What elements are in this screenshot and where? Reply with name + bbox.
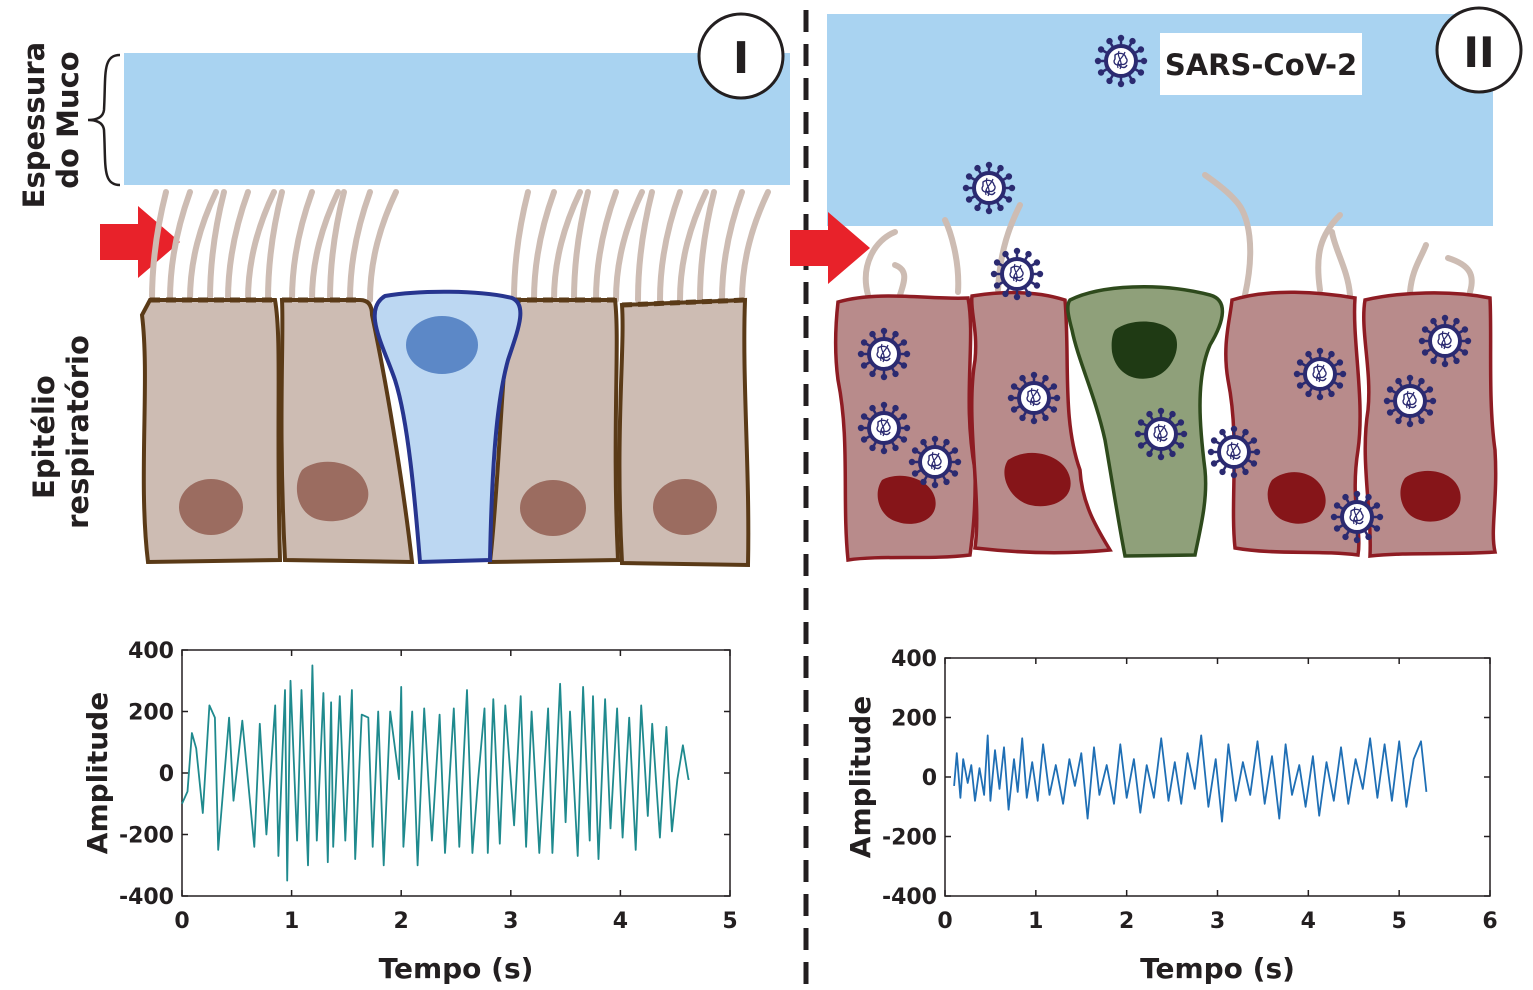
y-tick-label: -400 (119, 885, 174, 910)
healthy-cells (139, 289, 751, 568)
epithelium-label: Epitélio respiratório (27, 335, 95, 529)
cilium (149, 189, 169, 303)
circle-label-I: I (697, 12, 785, 100)
cilium (167, 189, 193, 303)
x-tick-label: 0 (937, 909, 952, 934)
panel-label-infected: II (1463, 28, 1494, 77)
infected-cell (969, 290, 1113, 555)
infected-nucleus (1400, 470, 1461, 522)
cilium (571, 189, 591, 303)
x-tick-label: 2 (394, 909, 409, 934)
x-tick-label: 2 (1119, 909, 1134, 934)
cilium (187, 189, 219, 303)
cilia-infected (862, 172, 1475, 298)
circle-label-II: II (1435, 6, 1523, 94)
healthy-cell (139, 298, 283, 565)
x-tick-label: 1 (284, 909, 299, 934)
cilium (739, 189, 771, 303)
cilium (225, 189, 251, 303)
cilium (531, 189, 557, 303)
y-tick-label: 200 (128, 701, 174, 726)
y-tick-label: -400 (882, 885, 937, 910)
panel-healthy: I Espessura do Muco Epitélio respiratóri… (17, 12, 790, 568)
cilium (613, 189, 645, 303)
y-tick-label: 400 (128, 639, 174, 664)
x-tick-label: 4 (1301, 909, 1316, 934)
cilium (697, 189, 717, 303)
infected-goblet-cell (1066, 285, 1225, 558)
cilium (635, 189, 655, 303)
infected-nucleus (1004, 452, 1071, 507)
cilium (347, 189, 373, 303)
cell-nucleus (296, 461, 369, 522)
cilium (551, 189, 583, 303)
y-tick-label: 0 (922, 766, 937, 791)
cilium (593, 189, 619, 303)
infected-cell (1224, 290, 1362, 557)
healthy-cell (617, 297, 751, 568)
cilium (657, 189, 683, 303)
x-tick-label: 0 (174, 909, 189, 934)
cell-nucleus (520, 480, 586, 536)
x-axis-label: Tempo (s) (1140, 952, 1295, 985)
infected-nucleus (877, 475, 936, 524)
mucus-thickness-label: Espessura do Muco (17, 32, 85, 209)
cilium (265, 189, 285, 303)
infected-cell (1362, 291, 1498, 558)
cilium (719, 189, 745, 303)
cilium (309, 189, 341, 303)
virus-label-box (1160, 33, 1362, 95)
x-axis-label: Tempo (s) (379, 952, 534, 985)
cilium (677, 189, 709, 303)
y-tick-label: 400 (891, 647, 937, 672)
curly-brace-icon (87, 53, 121, 187)
cilium (289, 189, 315, 303)
x-tick-label: 3 (503, 909, 518, 934)
y-axis-label: Amplitude (81, 692, 114, 854)
x-tick-label: 3 (1210, 909, 1225, 934)
cilium (367, 189, 399, 303)
cilium (207, 189, 227, 303)
x-tick-label: 1 (1028, 909, 1043, 934)
x-tick-label: 4 (613, 909, 628, 934)
panel-infected: II SARS-CoV-2 (790, 6, 1523, 563)
x-tick-label: 5 (1392, 909, 1407, 934)
cell-apical-border (150, 297, 746, 308)
signal-line (181, 664, 690, 882)
cilium (245, 189, 277, 303)
y-axis-label: Amplitude (844, 696, 877, 858)
cilium (327, 189, 347, 303)
virus-label: SARS-CoV-2 (1165, 48, 1357, 82)
infected-nucleus (1267, 472, 1326, 524)
x-tick-label: 6 (1482, 909, 1497, 934)
goblet-nucleus (406, 316, 478, 374)
mucus-layer-healthy (124, 53, 790, 185)
cilium (511, 189, 531, 303)
red-arrow-icon (100, 206, 180, 278)
panel-label-healthy: I (733, 33, 749, 84)
x-tick-label: 5 (722, 909, 737, 934)
cilia-healthy (149, 189, 771, 303)
cell-nucleus (179, 479, 243, 535)
y-tick-label: -200 (882, 826, 937, 851)
infected-cells (833, 285, 1498, 563)
y-tick-label: 0 (159, 762, 174, 787)
signal-line (953, 734, 1428, 823)
y-tick-label: 200 (891, 707, 937, 732)
infected-goblet-nucleus (1111, 321, 1178, 379)
y-tick-label: -200 (119, 824, 174, 849)
cell-nucleus (653, 479, 717, 535)
red-arrow-icon (790, 212, 870, 284)
